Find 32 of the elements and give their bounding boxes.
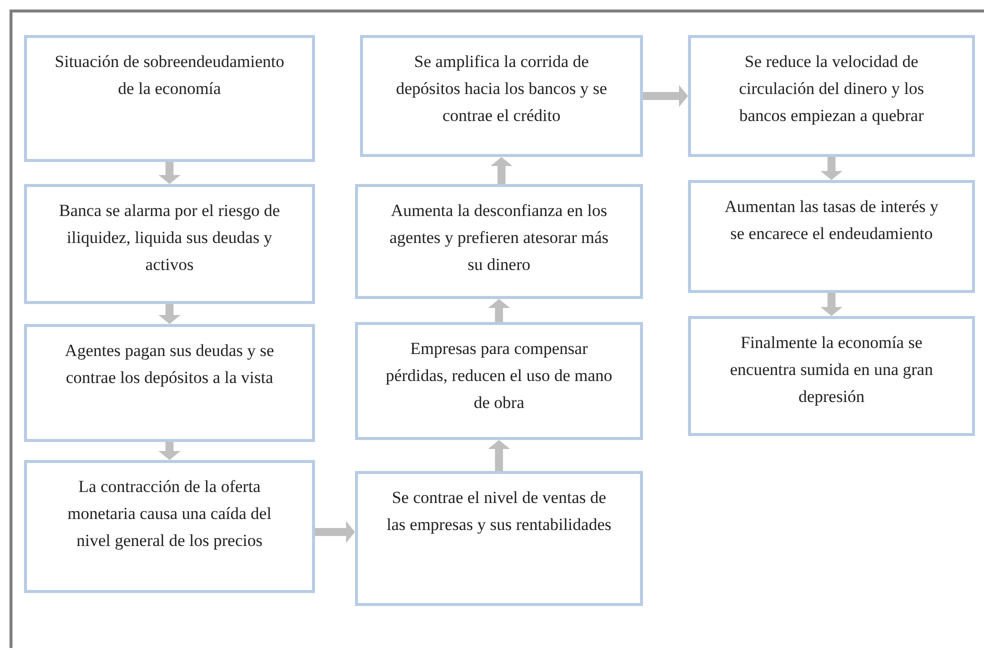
process-box (24, 35, 315, 162)
block-arrow (488, 299, 510, 322)
block-arrow (820, 157, 842, 180)
block-arrow (315, 521, 355, 543)
step-text: La contracción de la oferta monetaria causa una caída del nivel general de los precios (66, 476, 272, 552)
process-box (355, 322, 643, 440)
step-text: Aumentan las tasas de interés y se encarece el endeudamiento (724, 196, 940, 245)
process-box (360, 35, 643, 157)
step-text: Agentes pagan sus deudas y se contrae los depósitos a la vista (64, 340, 276, 389)
block-arrow (158, 162, 180, 184)
process-box (688, 316, 975, 436)
process-box (355, 471, 643, 606)
process-box (355, 184, 643, 299)
step-text: Aumenta la desconfianza en los agentes y prefieren atesorar más su dinero (388, 200, 610, 276)
step-text: Banca se alarma por el riesgo de iliquidez, liquida sus deudas y activos (58, 200, 281, 276)
block-arrow (158, 442, 180, 460)
block-arrow (490, 157, 512, 184)
process-box (24, 324, 315, 442)
block-arrow (488, 440, 510, 471)
process-box (24, 460, 315, 593)
block-arrow (820, 293, 842, 316)
step-text: Situación de sobreendeudamiento de la economía (54, 51, 286, 100)
process-box (688, 180, 975, 293)
process-box (24, 184, 315, 304)
block-arrow (158, 304, 180, 324)
step-text: Empresas para compensar pérdidas, reducen el uso de mano de obra (384, 338, 614, 414)
step-text: Se amplifica la corrida de depósitos hacia los bancos y se contrae el crédito (394, 51, 608, 127)
block-arrow (643, 85, 688, 107)
process-box (688, 35, 975, 157)
step-text: Finalmente la economía se encuentra sumida en una gran depresión (729, 332, 934, 408)
step-text: Se contrae el nivel de ventas de las empresas y sus rentabilidades (386, 487, 612, 536)
step-text: Se reduce la velocidad de circulación del dinero y los bancos empiezan a quebrar (738, 51, 926, 127)
